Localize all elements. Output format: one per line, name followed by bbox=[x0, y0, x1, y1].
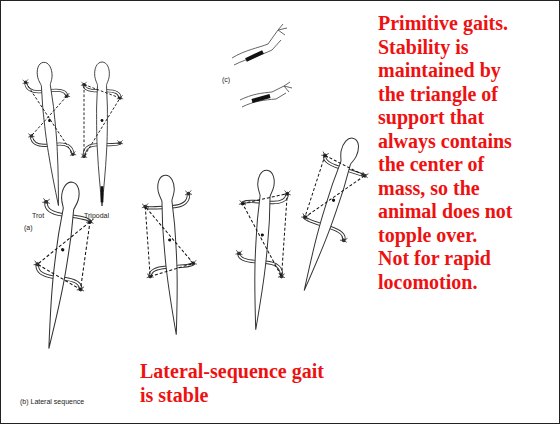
tripodal-salamander bbox=[81, 62, 123, 206]
limb-sketch bbox=[232, 24, 292, 107]
lateral-sequence-salamander bbox=[230, 168, 292, 331]
gait-label: Tripodal bbox=[84, 212, 109, 220]
red-note: Lateral-sequence gait is stable bbox=[140, 360, 335, 407]
lateral-sequence-salamander bbox=[22, 178, 98, 352]
lateral-sequence-salamander bbox=[140, 173, 202, 336]
red-note: Primitive gaits. Stability is maintained… bbox=[378, 12, 528, 247]
panel-letter: (a) bbox=[24, 224, 33, 232]
panel-caption: (b) Lateral sequence bbox=[20, 398, 84, 406]
gait-label: Trot bbox=[32, 212, 44, 220]
lateral-sequence-salamander bbox=[280, 131, 378, 299]
panel-letter: (c) bbox=[222, 76, 230, 84]
red-note: Not for rapid locomotion. bbox=[378, 247, 528, 294]
